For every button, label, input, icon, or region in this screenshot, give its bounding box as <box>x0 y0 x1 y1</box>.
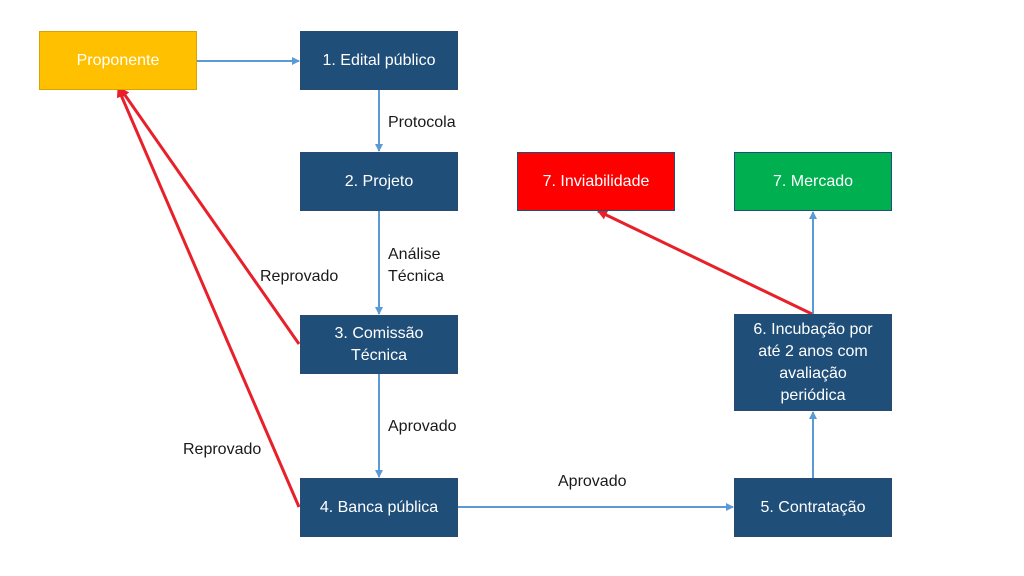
node-banca-publica: 4. Banca pública <box>300 478 458 537</box>
node-incubacao: 6. Incubação por até 2 anos com avaliaçã… <box>734 314 892 411</box>
edge-label-reprovado-banca: Reprovado <box>183 441 262 458</box>
node-edital-publico: 1. Edital público <box>300 31 458 90</box>
node-contratacao: 5. Contratação <box>734 478 892 537</box>
node-comissao-tecnica: 3. Comissão Técnica <box>300 315 458 374</box>
arrow-banca-to-proponente <box>116 87 301 508</box>
node-inviabilidade: 7. Inviabilidade <box>517 152 675 211</box>
arrow-incubacao-to-inviabilidade <box>597 209 813 316</box>
node-projeto: 2. Projeto <box>300 152 458 211</box>
edge-label-aprovado-banca: Aprovado <box>558 473 627 490</box>
arrow-comissao-to-proponente <box>118 87 301 345</box>
node-proponente: Proponente <box>39 31 197 90</box>
edge-label-aprovado-comissao: Aprovado <box>388 418 457 435</box>
edge-label-protocola: Protocola <box>388 114 456 131</box>
edge-label-analise-tecnica: Análise Técnica <box>388 246 445 285</box>
node-mercado: 7. Mercado <box>734 152 892 211</box>
edge-label-reprovado-comissao: Reprovado <box>260 268 339 285</box>
